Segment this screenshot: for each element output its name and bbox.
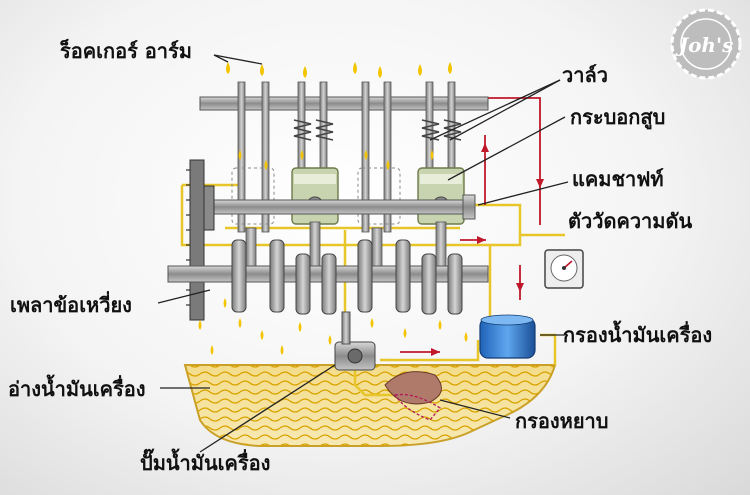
cylinder-label: กระบอกสูบ (570, 105, 665, 131)
valve-springs (293, 119, 462, 141)
strainer-label: กรองหยาบ (515, 409, 608, 433)
valve-label: วาล์ว (562, 63, 608, 87)
crank-webs (231, 239, 463, 315)
strainer-icon (384, 371, 442, 421)
rocker-shaft (199, 96, 489, 111)
oil-filter-label: กรองน้ำมันเครื่อง (563, 320, 712, 347)
flywheel (189, 159, 205, 321)
cylinder-ghost (231, 167, 401, 225)
pressure-gauge-icon (544, 249, 584, 289)
oil-filter-icon (479, 314, 536, 359)
flywheel-teeth (186, 169, 190, 306)
pressure-gauge-label: ตัววัดความดัน (568, 209, 692, 233)
oil-pump-icon (334, 311, 376, 371)
oil-drips (198, 62, 468, 355)
crankshaft-label: เพลาข้อเหวี่ยง (10, 290, 132, 317)
johs-logo: Joh's (670, 8, 742, 80)
camshaft (204, 199, 476, 215)
oil-pan-label: อ่างน้ำมันเครื่อง (8, 374, 146, 401)
cam-gear (203, 185, 215, 231)
cylinder-right (417, 167, 465, 225)
logo-text: Joh's (675, 33, 734, 57)
camshaft-end (462, 194, 476, 220)
leader-lines (157, 54, 569, 453)
oil-pump-label: ปั๊มน้ำมันเครื่อง (140, 448, 270, 475)
flow-arrows (431, 143, 544, 356)
rocker-arm-label: ร็อคเกอร์ อาร์ม (60, 38, 192, 63)
camshaft-label: แคมชาฟท์ (572, 167, 664, 191)
oil-pan-waves (185, 365, 555, 446)
cylinder-left (291, 167, 339, 225)
